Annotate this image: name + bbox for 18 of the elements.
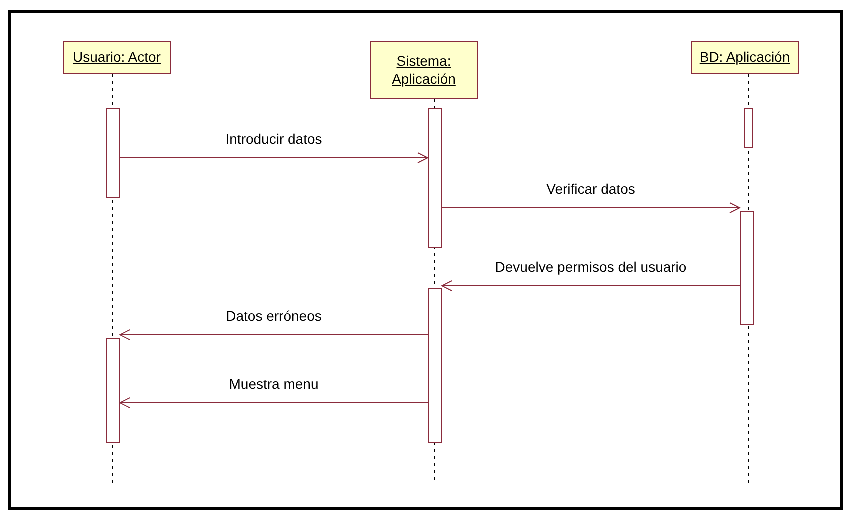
message-label: Muestra menu [227,376,321,392]
message-arrow [120,152,428,164]
message-arrow [442,202,740,214]
message-label: Devuelve permisos del usuario [493,259,689,275]
message-arrow [442,280,740,292]
activation-bar [740,211,754,325]
activation-bar [106,338,120,443]
activation-bar [428,108,442,248]
message-label: Datos erróneos [224,308,324,324]
message-arrow [120,398,428,408]
lifeline-header: Usuario: Actor [63,41,171,74]
lifeline-header: Sistema: Aplicación [370,41,478,99]
lifeline-header: BD: Aplicación [691,41,799,74]
activation-bar [106,108,120,198]
activation-bar [428,288,442,443]
message-label: Verificar datos [544,181,638,197]
activation-bar [744,108,753,148]
message-arrow [120,330,428,340]
